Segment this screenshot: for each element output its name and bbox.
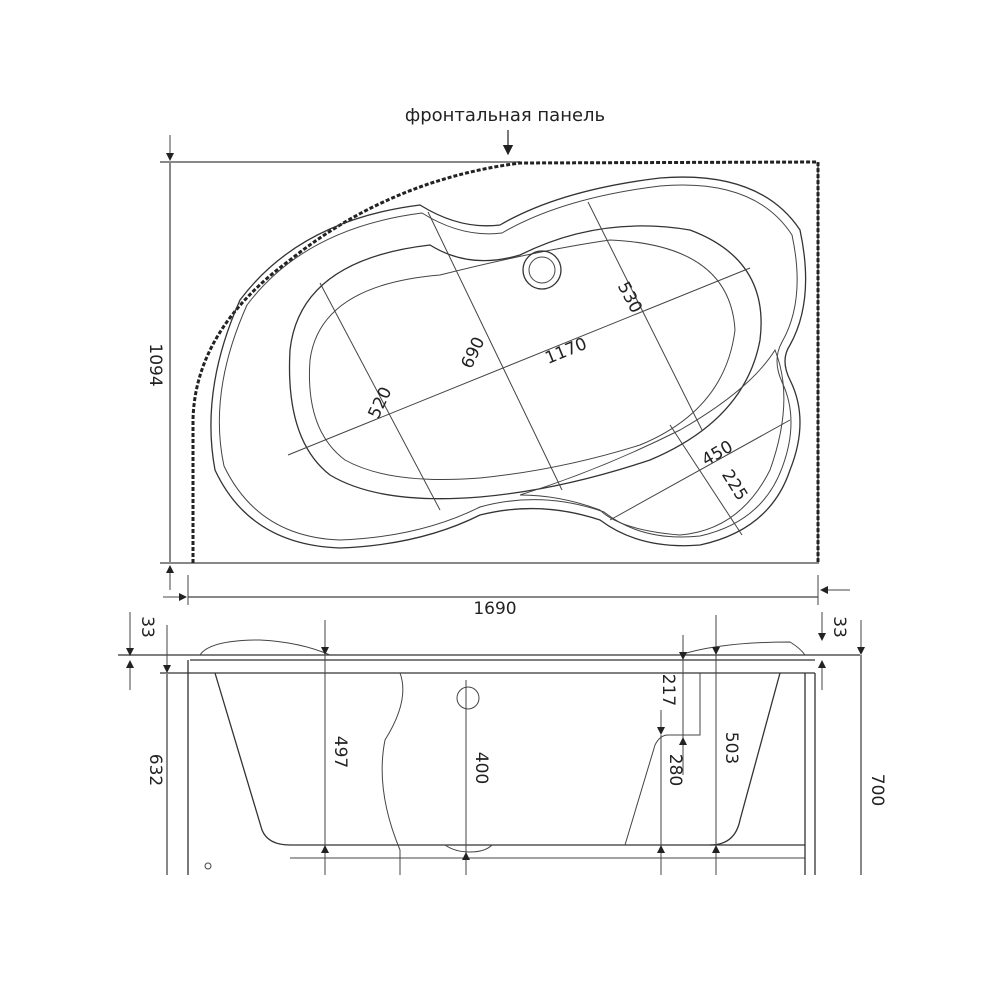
dim-450: 450 [698, 437, 736, 471]
front-panel-callout: фронтальная панель [405, 105, 605, 156]
dim-1690: 1690 [473, 599, 516, 619]
dim-400: 400 [471, 752, 491, 784]
dim-690: 690 [458, 334, 490, 372]
dim-33-left: 33 [137, 616, 157, 638]
dim-1094: 1094 [145, 343, 165, 386]
side-view: 33 632 497 400 217 280 503 33 700 [118, 612, 887, 875]
front-panel-outline [191, 160, 820, 563]
dim-217: 217 [658, 674, 678, 706]
drain-icon [522, 250, 562, 290]
dim-700: 700 [867, 774, 887, 806]
overflow-icon [456, 686, 480, 710]
dim-497: 497 [330, 736, 350, 768]
dim-530: 530 [613, 279, 646, 317]
dim-280: 280 [665, 754, 685, 786]
top-view: 520 690 1170 530 450 225 1094 1690 [145, 135, 850, 619]
dim-503: 503 [721, 732, 741, 764]
front-panel-label: фронтальная панель [405, 105, 605, 126]
dim-33-right: 33 [829, 616, 849, 638]
dim-1170: 1170 [542, 334, 590, 369]
dim-632: 632 [145, 754, 165, 786]
dim-225: 225 [717, 466, 751, 504]
dim-520: 520 [365, 384, 397, 422]
